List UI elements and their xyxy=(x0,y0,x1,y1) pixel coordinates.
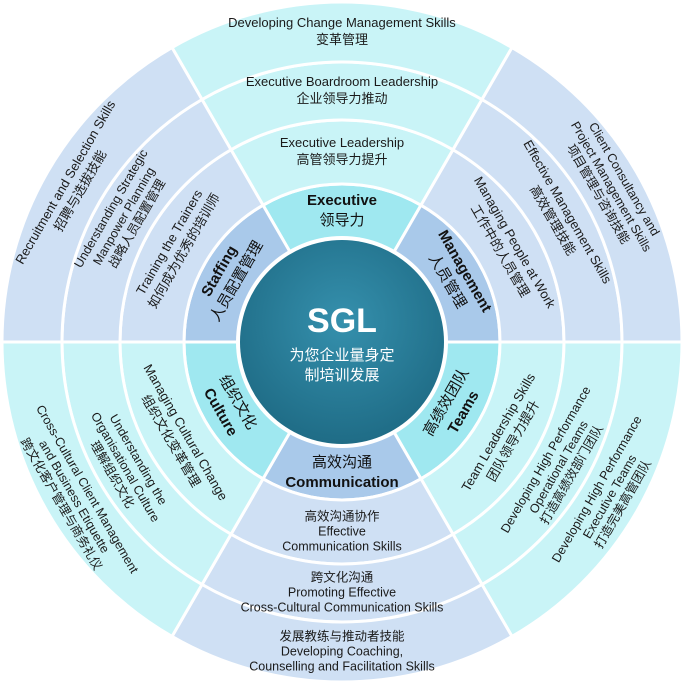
communication-ring-2-line-2: Promoting Effective xyxy=(288,585,396,599)
staffing-ring-3-segment xyxy=(0,45,205,344)
executive-category-en: Executive xyxy=(307,192,377,209)
core-fill xyxy=(240,240,444,444)
executive-ring-3-line-1: Developing Change Management Skills xyxy=(228,15,456,30)
executive-ring-1-line-2: 高管领导力提升 xyxy=(296,152,387,167)
communication-ring-1-line-1: 高效沟通协作 xyxy=(304,508,380,523)
communication-category-zh: 高效沟通 xyxy=(312,454,372,471)
core-circle: SGL 为您企业量身定 制培训发展 xyxy=(236,236,448,448)
communication-ring-2-line-1: 跨文化沟通 xyxy=(311,569,374,584)
communication-ring-1-line-2: Effective xyxy=(318,524,366,538)
executive-labels: Executive 领导力 Executive Leadership 高管领导力提升 E… xyxy=(228,15,456,229)
executive-category-zh: 领导力 xyxy=(319,212,364,229)
core-subtitle-line1: 为您企业量身定 xyxy=(289,346,394,364)
executive-ring-2-line-2: 企业领导力推动 xyxy=(296,91,387,106)
communication-ring-3-line-2: Developing Coaching, xyxy=(281,644,403,658)
executive-ring-2-line-1: Executive Boardroom Leadership xyxy=(246,74,438,89)
core-title: SGL xyxy=(307,302,377,340)
communication-ring-1-line-3: Communication Skills xyxy=(282,539,401,553)
communication-ring-3-line-3: Counselling and Facilitation Skills xyxy=(249,659,435,673)
communication-ring-3-line-1: 发展教练与推动者技能 xyxy=(279,628,405,643)
executive-ring-1-line-1: Executive Leadership xyxy=(280,135,404,150)
core-subtitle-line2: 制培训发展 xyxy=(304,367,379,384)
communication-labels: 高效沟通 Communication 高效沟通协作EffectiveCommunic… xyxy=(241,454,444,673)
communication-ring-2-line-3: Cross-Cultural Communication Skills xyxy=(241,600,444,614)
executive-ring-3-line-2: 变革管理 xyxy=(316,32,368,47)
communication-category-en: Communication xyxy=(285,474,398,491)
